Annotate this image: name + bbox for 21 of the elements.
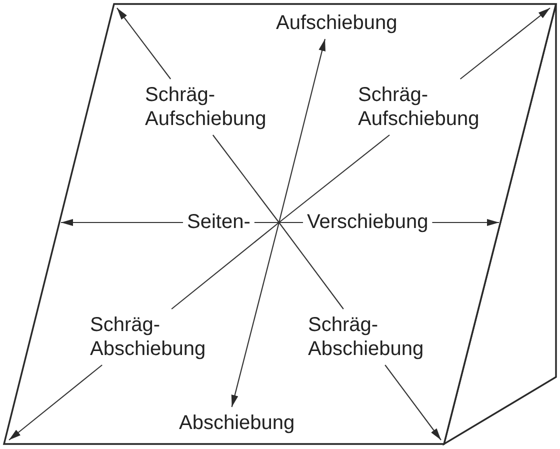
direction-label: Seiten- [183, 206, 254, 238]
arrow [8, 364, 102, 440]
arrow [231, 222, 280, 408]
connector-line [254, 222, 303, 224]
direction-label: Verschiebung [303, 206, 432, 238]
arrow [432, 219, 499, 226]
direction-label: Aufschiebung [272, 7, 402, 39]
direction-label: Schräg- Aufschiebung [141, 79, 270, 135]
arrow [278, 38, 326, 223]
connector-line [171, 222, 280, 310]
arrow [384, 364, 442, 440]
arrow [116, 8, 172, 80]
direction-label: Schräg- Aufschiebung [354, 79, 484, 135]
connector-line [278, 134, 390, 223]
direction-label: Abschiebung [175, 407, 299, 439]
direction-label: Schräg- Abschiebung [304, 309, 428, 365]
arrow [460, 8, 550, 80]
arrow [61, 219, 183, 226]
connector-line [278, 222, 344, 310]
connector-line [212, 134, 280, 223]
direction-label: Schräg- Abschiebung [86, 309, 210, 365]
